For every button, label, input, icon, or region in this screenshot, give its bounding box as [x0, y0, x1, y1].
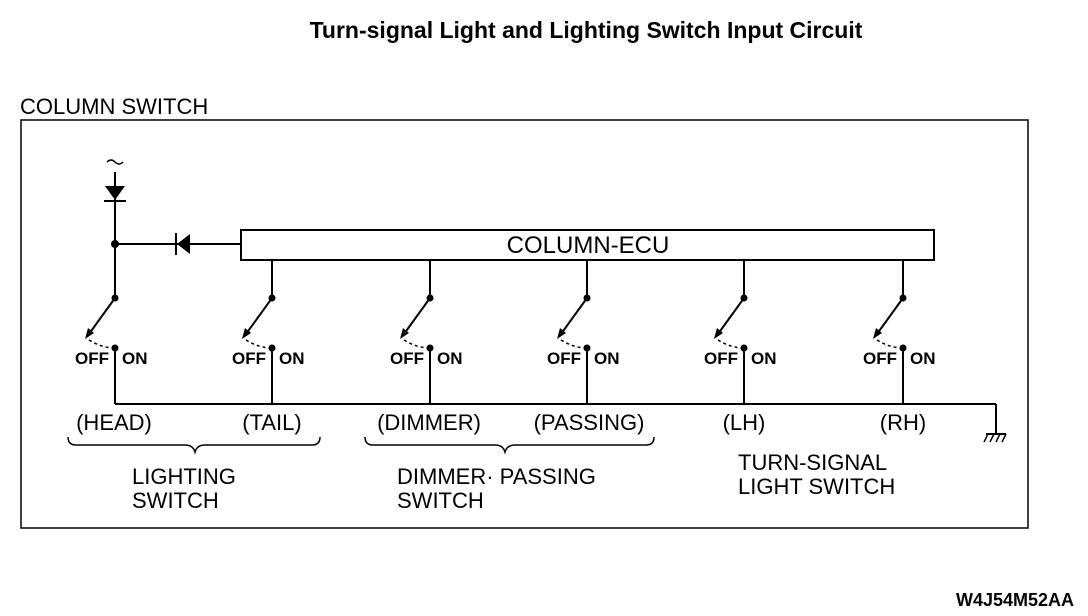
switch-travel-arc: [245, 339, 273, 349]
ecu-diode: [175, 233, 190, 255]
switch-on-label: ON: [279, 349, 305, 368]
switch-blade: [717, 297, 745, 335]
switch-off-label: OFF: [75, 349, 109, 368]
blade-arrow-icon: [85, 328, 94, 339]
switch-name-label: (RH): [880, 410, 926, 435]
column-switch-enclosure: [20, 119, 1029, 529]
ecu-label: COLUMN-ECU: [507, 232, 670, 259]
dimmer-brace: [364, 436, 655, 455]
group-turnsignal-line1: TURN-SIGNAL: [738, 450, 887, 475]
switch-name-label: (TAIL): [242, 410, 301, 435]
switch-3: OFF ON (PASSING): [534, 260, 645, 435]
switch-blade: [876, 297, 904, 335]
switch-off-label: OFF: [390, 349, 424, 368]
group-dimmer-line1: DIMMER· PASSING: [397, 464, 596, 489]
switch-name-label: (LH): [723, 410, 766, 435]
blade-arrow-icon: [400, 328, 409, 339]
switch-off-label: OFF: [232, 349, 266, 368]
switch-4: OFF ON (LH): [704, 260, 777, 435]
group-lighting-line1: LIGHTING: [132, 464, 236, 489]
switch-on-label: ON: [122, 349, 148, 368]
group-dimmer-line2: SWITCH: [397, 488, 484, 513]
switch-travel-arc: [88, 339, 116, 349]
switch-travel-arc: [717, 339, 745, 349]
switch-off-label: OFF: [547, 349, 581, 368]
lighting-brace: [67, 436, 321, 455]
switch-blade: [245, 297, 273, 335]
switch-on-label: ON: [910, 349, 936, 368]
switch-2: OFF ON (DIMMER): [377, 260, 481, 435]
switch-on-label: ON: [594, 349, 620, 368]
switch-5: OFF ON (RH): [863, 260, 936, 435]
supply-diode: [104, 186, 126, 202]
switch-blade: [88, 297, 116, 335]
power-supply-symbol: [106, 159, 124, 165]
switch-blade: [560, 297, 588, 335]
blade-arrow-icon: [714, 328, 723, 339]
enclosure-label: COLUMN SWITCH: [20, 94, 208, 119]
switch-travel-arc: [560, 339, 588, 349]
figure-code: W4J54M52AA: [956, 590, 1074, 610]
blade-arrow-icon: [873, 328, 882, 339]
switch-on-label: ON: [751, 349, 777, 368]
ground-icon: [983, 433, 1007, 443]
switch-name-label: (DIMMER): [377, 410, 481, 435]
switch-travel-arc: [876, 339, 904, 349]
diagram-title: Turn-signal Light and Lighting Switch In…: [310, 17, 863, 43]
switch-off-label: OFF: [863, 349, 897, 368]
switch-name-label: (HEAD): [76, 410, 152, 435]
group-lighting-line2: SWITCH: [132, 488, 219, 513]
blade-arrow-icon: [242, 328, 251, 339]
switch-1: OFF ON (TAIL): [232, 260, 305, 435]
switch-array: OFF ON (HEAD) OFF ON (TAIL) OFF ON (DIMMER) OFF ON…: [75, 260, 936, 435]
switch-0: OFF ON (HEAD): [75, 294, 152, 435]
blade-arrow-icon: [557, 328, 566, 339]
switch-blade: [403, 297, 431, 335]
switch-travel-arc: [403, 339, 431, 349]
group-turnsignal-line2: LIGHT SWITCH: [738, 474, 895, 499]
switch-on-label: ON: [437, 349, 463, 368]
switch-off-label: OFF: [704, 349, 738, 368]
switch-name-label: (PASSING): [534, 410, 645, 435]
